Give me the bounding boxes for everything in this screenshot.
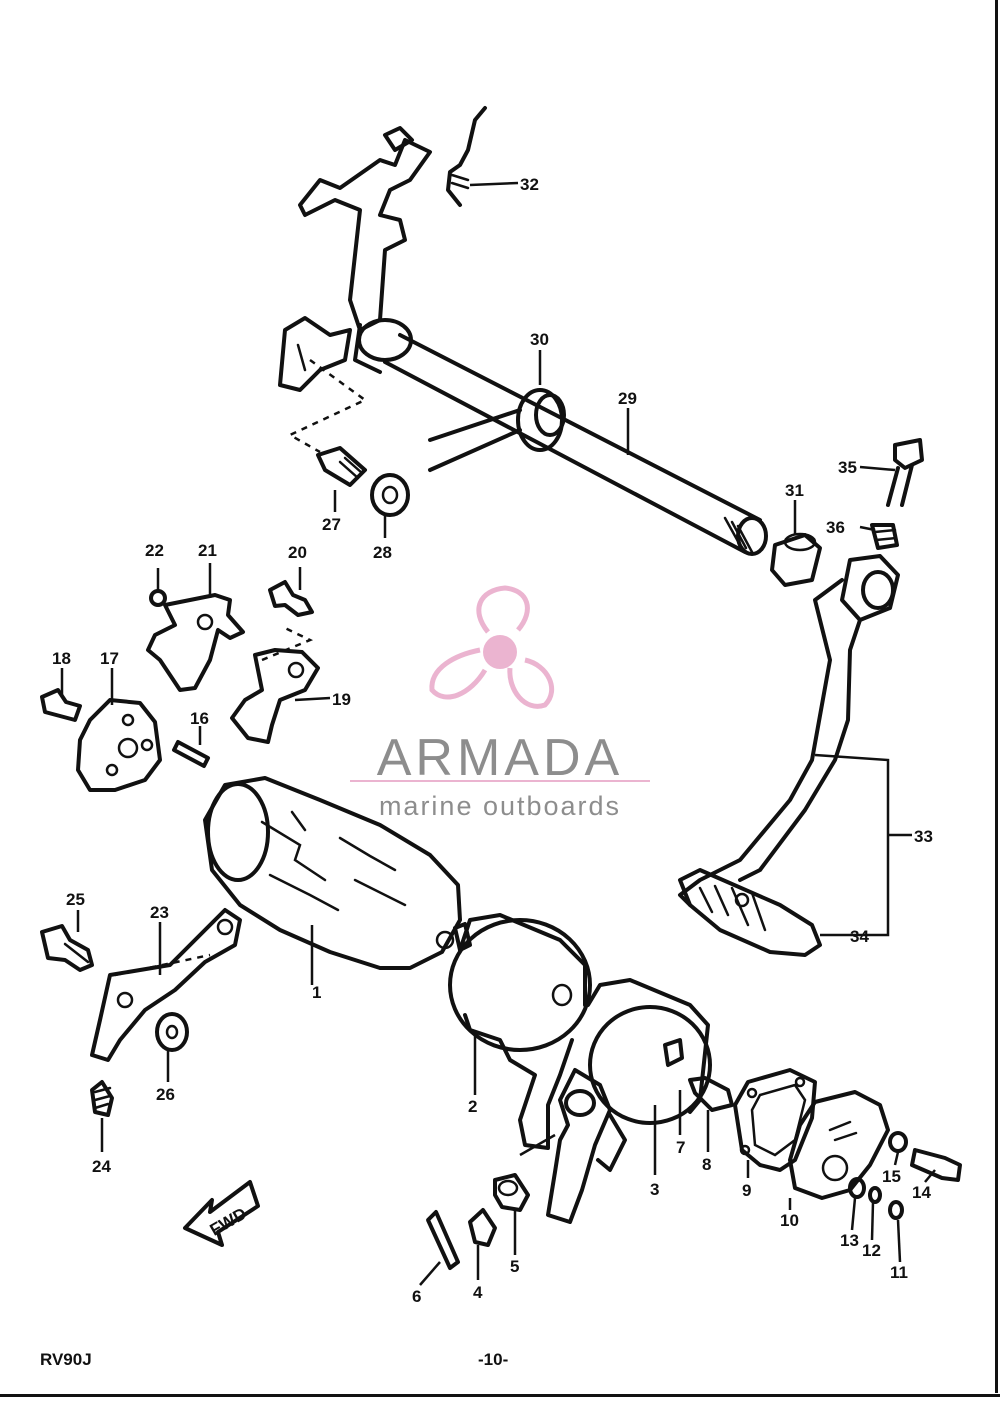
gear-shift-drum <box>203 776 472 970</box>
callout-13: 13 <box>840 1231 859 1250</box>
callout-25: 25 <box>66 890 85 909</box>
callout-20: 20 <box>288 543 307 562</box>
callout-19: 19 <box>332 690 351 709</box>
callout-28: 28 <box>373 543 392 562</box>
callout-22: 22 <box>145 541 164 560</box>
callout-16: 16 <box>190 709 209 728</box>
page-border-bottom <box>0 1394 1000 1397</box>
callout-11: 11 <box>890 1263 908 1282</box>
gear-shift-shaft <box>278 106 822 587</box>
callout-24: 24 <box>92 1157 111 1176</box>
callout-2: 2 <box>468 1097 477 1116</box>
callout-15: 15 <box>882 1167 901 1186</box>
callout-30: 30 <box>530 330 549 349</box>
callout-7: 7 <box>676 1138 685 1157</box>
callout-32: 32 <box>520 175 539 194</box>
callout-35: 35 <box>838 458 857 477</box>
gear-shift-fork-3 <box>546 978 712 1224</box>
callout-4: 4 <box>473 1283 483 1302</box>
callout-27: 27 <box>322 515 341 534</box>
watermark-tagline: marine outboards <box>379 791 621 821</box>
callout-8: 8 <box>702 1155 711 1174</box>
callout-3: 3 <box>650 1180 659 1199</box>
callout-leaders <box>60 181 936 1286</box>
forward-direction-arrow: FWD <box>183 1180 260 1247</box>
gear-shift-cover-group <box>688 1068 962 1220</box>
page-border-right <box>995 0 998 1393</box>
gear-shift-fork-2 <box>448 913 592 1150</box>
callout-9: 9 <box>742 1181 751 1200</box>
gear-shift-lever <box>678 438 924 957</box>
callout-12: 12 <box>862 1241 881 1260</box>
shift-cam-stopper-lever <box>40 908 242 1117</box>
fork-pins <box>426 1133 556 1270</box>
callout-17: 17 <box>100 649 119 668</box>
callout-34: 34 <box>850 927 869 946</box>
callout-33: 33 <box>914 827 933 846</box>
callout-26: 26 <box>156 1085 175 1104</box>
callout-10: 10 <box>780 1211 799 1230</box>
callout-36: 36 <box>826 518 845 537</box>
callout-31: 31 <box>785 481 804 500</box>
watermark-brand: ARMADA <box>377 729 623 787</box>
model-code: RV90J <box>40 1350 92 1369</box>
callout-23: 23 <box>150 903 169 922</box>
page-number: -10- <box>478 1350 509 1369</box>
callout-6: 6 <box>412 1287 421 1306</box>
callout-29: 29 <box>618 389 637 408</box>
callout-1: 1 <box>312 983 321 1002</box>
cam-stopper-group <box>40 580 320 792</box>
callout-21: 21 <box>198 541 217 560</box>
propeller-logo-icon <box>429 585 555 709</box>
callout-5: 5 <box>510 1257 519 1276</box>
callout-14: 14 <box>912 1183 931 1202</box>
armada-watermark: ARMADA marine outboards <box>350 585 650 821</box>
callout-18: 18 <box>52 649 71 668</box>
callout-labels: 1 2 3 4 5 6 7 8 9 10 11 12 13 14 15 16 1… <box>52 175 933 1306</box>
